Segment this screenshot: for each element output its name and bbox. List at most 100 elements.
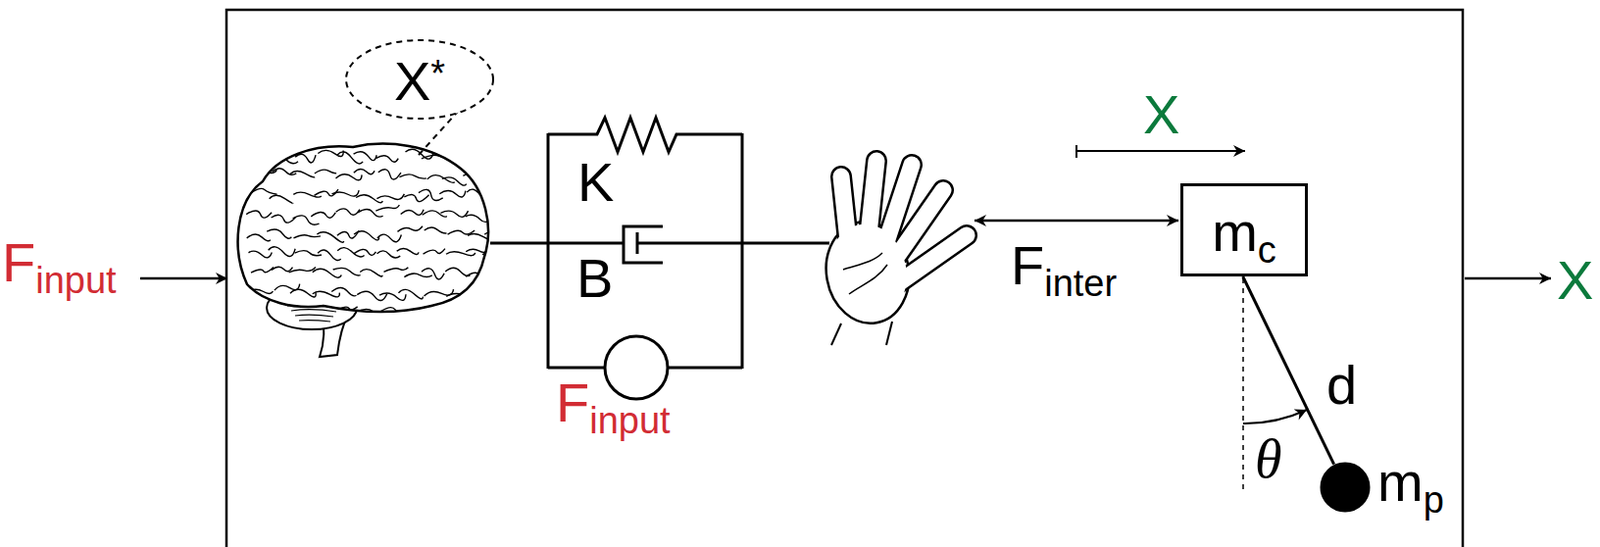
- damping-label: B: [576, 250, 613, 306]
- brain-fold: [446, 251, 476, 256]
- brain-fold: [271, 214, 297, 223]
- symbol-index: *: [430, 52, 446, 95]
- brain-fold: [376, 194, 404, 200]
- cerebellum-fold: [299, 320, 331, 322]
- interaction-force-label: Finter: [1010, 238, 1117, 294]
- brain-fold: [245, 289, 273, 294]
- brain-fold: [484, 231, 510, 242]
- cart-mass: mc: [1180, 183, 1308, 277]
- pendulum-reference: [1243, 278, 1307, 491]
- brain-fold: [337, 151, 363, 164]
- brain-fold: [468, 308, 493, 314]
- brain-fold: [379, 293, 406, 300]
- pendulum-bob-outline: [1319, 461, 1371, 513]
- input-force-label: Finput: [1, 235, 117, 291]
- brain-fold: [312, 268, 342, 278]
- source-circle: [604, 336, 668, 400]
- symbol-index: inter: [1044, 262, 1117, 304]
- brain-fold: [424, 227, 448, 234]
- brain-fold: [439, 191, 466, 198]
- brain-fold: [375, 204, 400, 211]
- brain-fold: [399, 174, 426, 179]
- brain-fold: [421, 154, 448, 159]
- cerebellum-fold: [295, 314, 334, 317]
- brain-fold: [398, 289, 423, 300]
- brain-fold: [289, 267, 316, 273]
- brain-fold: [487, 312, 518, 318]
- brain-fold: [290, 170, 315, 177]
- brain-fold: [250, 266, 274, 273]
- output-arrow: [1464, 278, 1551, 280]
- brain-fold: [332, 190, 360, 197]
- brain-fold: [295, 250, 322, 256]
- brain-fold: [465, 291, 490, 302]
- brain-fold: [377, 234, 401, 243]
- brain-fold: [482, 251, 504, 262]
- brain-fold: [310, 212, 336, 219]
- force-source-outline: [602, 334, 670, 401]
- brain-fold: [440, 210, 468, 217]
- position-label: X: [1143, 87, 1180, 143]
- brain-fold: [445, 267, 470, 276]
- brain-fold: [403, 273, 432, 278]
- brain-fold: [487, 215, 516, 224]
- brain-fold: [397, 226, 422, 233]
- input-arrow: [140, 278, 228, 280]
- node-label: mc: [1211, 204, 1277, 260]
- brain-fold: [383, 267, 408, 273]
- brain-fold: [378, 169, 401, 180]
- brain-fold: [357, 208, 384, 217]
- brain-fold: [250, 152, 273, 161]
- brain-fold: [403, 195, 429, 202]
- brain-fold: [381, 307, 405, 315]
- brain-fold: [353, 249, 376, 255]
- brain-fold: [268, 247, 296, 257]
- brain-fold: [421, 268, 445, 280]
- brain-fold: [271, 309, 296, 318]
- brain-fold: [423, 249, 446, 254]
- brain-fold: [377, 250, 401, 258]
- brain-fold: [312, 291, 341, 298]
- brain-fold: [465, 214, 493, 222]
- stiffness-label: K: [577, 154, 614, 210]
- brain-fold: [269, 155, 299, 163]
- node-label: Finput: [555, 375, 671, 431]
- symbol-main: F: [1010, 234, 1045, 297]
- symbol-index: input: [589, 400, 670, 442]
- brain-fold: [266, 229, 292, 239]
- brain-fold: [466, 189, 491, 200]
- brain-fold: [444, 152, 469, 160]
- brain-fold: [447, 305, 473, 314]
- brain-fold: [290, 311, 315, 320]
- brain-fold: [290, 289, 316, 298]
- brain-fold: [442, 177, 467, 186]
- brain-fold: [293, 215, 320, 225]
- brain-fold: [359, 269, 383, 277]
- hand-illustration: [818, 160, 967, 346]
- brain-fold: [295, 153, 316, 163]
- brain-fold: [467, 233, 497, 240]
- brain-fold: [333, 267, 361, 276]
- brain-fold: [491, 192, 514, 197]
- brain-fold: [400, 209, 424, 216]
- system-boundary: [226, 9, 1463, 547]
- brain-fold: [491, 175, 515, 179]
- brain-fold: [356, 291, 387, 300]
- symbol-main: X: [394, 50, 431, 112]
- brain-fold: [491, 286, 520, 295]
- symbol-main: F: [555, 371, 590, 434]
- brain-fold: [421, 307, 445, 316]
- position-arrow: [1076, 145, 1246, 158]
- brain-fold: [465, 272, 490, 281]
- brain-fold: [489, 152, 512, 158]
- bubble-outline: [346, 40, 494, 119]
- brain-fold: [427, 175, 455, 184]
- brain-illustration: [238, 144, 521, 357]
- brain-fold: [335, 174, 362, 181]
- brain-fold: [293, 235, 321, 239]
- symbol-main: m: [1211, 200, 1258, 263]
- brain-fold: [247, 234, 271, 242]
- brain-fold: [353, 169, 375, 175]
- symbol-main: F: [1, 231, 36, 294]
